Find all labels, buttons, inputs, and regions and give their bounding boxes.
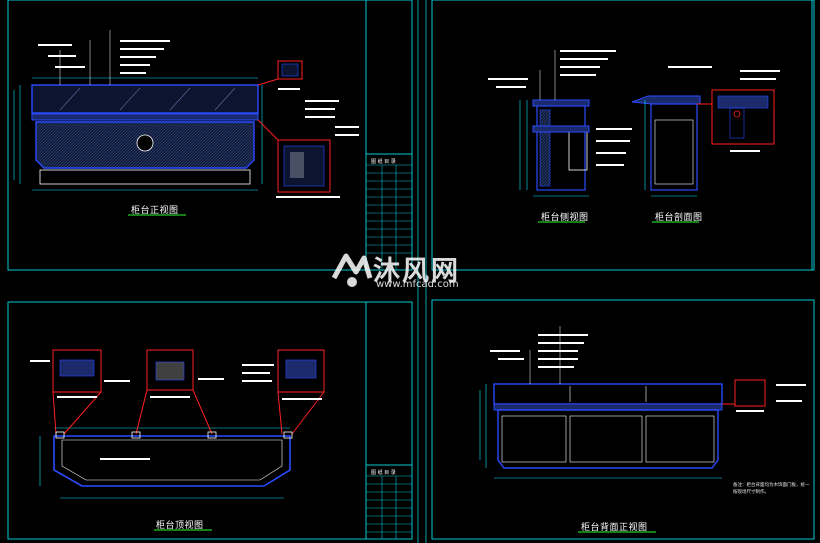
sheet-frames xyxy=(7,0,815,543)
watermark-url: www.mfcad.com xyxy=(376,279,459,290)
top-view xyxy=(30,349,325,499)
title-block-header: 图 纸 目 录 xyxy=(371,159,396,165)
sheet-title-top: 柜台顶视图 xyxy=(156,521,204,531)
sheet-title-front: 柜台正视图 xyxy=(131,206,179,216)
mf-logo-icon xyxy=(331,253,373,287)
watermark-brand: 沐风网 xyxy=(373,256,460,287)
back-elevation-note: 备注：柜台背面均为木饰面门板，统一按现场尺寸制作。 xyxy=(733,483,810,495)
sheet-title-section: 柜台剖面图 xyxy=(655,213,703,223)
title-block-rows-1 xyxy=(366,164,412,270)
title-underlines xyxy=(128,214,699,533)
side-view xyxy=(488,50,632,197)
sheet-title-back: 柜台背面正视图 xyxy=(581,523,648,533)
back-elevation xyxy=(479,326,806,479)
sheet-title-side: 柜台侧视图 xyxy=(541,213,589,223)
front-elevation xyxy=(13,30,359,198)
title-block-header-lower: 图 纸 目 录 xyxy=(371,470,396,476)
section-view xyxy=(631,66,780,197)
title-block-rows-3 xyxy=(366,475,412,539)
